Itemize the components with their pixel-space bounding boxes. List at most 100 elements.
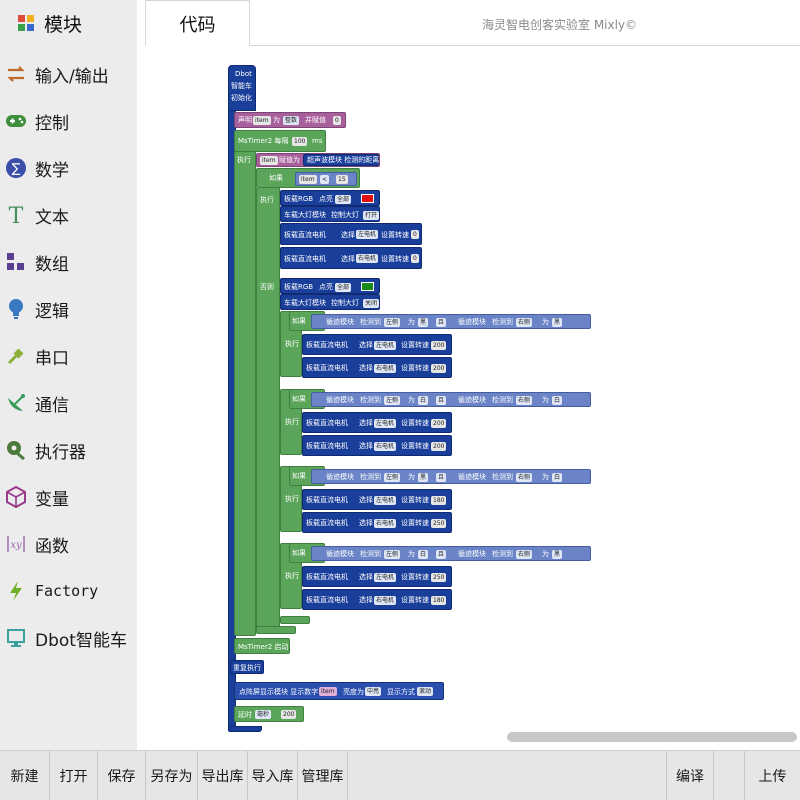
declare-variable-block[interactable]: 声明 item 为 整数 并赋值 0	[234, 112, 346, 128]
variable-name-field[interactable]: item	[299, 175, 317, 184]
led-dropdown[interactable]: 全部	[335, 195, 352, 204]
variable-name-field[interactable]: item	[319, 687, 337, 696]
color-swatch[interactable]	[361, 194, 374, 203]
and-condition-block[interactable]: 循迹模块 检测到 左侧 为 黑 且 循迹模块 检测到 右侧 为 白	[311, 469, 591, 484]
color-swatch[interactable]	[361, 282, 374, 291]
threshold-field[interactable]: 15	[336, 175, 348, 184]
variable-name-field[interactable]: item	[253, 116, 271, 125]
side-dropdown[interactable]: 左侧	[384, 473, 401, 482]
category-function[interactable]: xy 函数	[0, 524, 137, 564]
variable-name-field[interactable]: item	[260, 156, 278, 165]
display-mode-dropdown[interactable]: 滚动	[417, 687, 434, 696]
color-dropdown[interactable]: 黑	[552, 550, 563, 559]
delay-value-field[interactable]: 200	[281, 710, 297, 719]
side-dropdown[interactable]: 左侧	[384, 396, 401, 405]
logic-dropdown[interactable]: 且	[436, 550, 447, 559]
assign-variable-block[interactable]: item 赋值为 超声波模块 检测的距离	[256, 153, 380, 167]
category-text[interactable]: T 文本	[0, 195, 137, 235]
color-dropdown[interactable]: 黑	[418, 318, 429, 327]
import-library-button[interactable]: 导入库	[248, 751, 298, 800]
delay-unit-dropdown[interactable]: 毫秒	[255, 710, 272, 719]
mstimer2-start-block[interactable]: MsTimer2 启动	[234, 638, 290, 654]
motor-block[interactable]: 板载直流电机 选择 左电机 设置转速 0	[280, 223, 422, 245]
category-dbot[interactable]: Dbot智能车	[0, 618, 137, 658]
open-button[interactable]: 打开	[50, 751, 98, 800]
speed-field[interactable]: 200	[431, 442, 447, 451]
category-comm[interactable]: 通信	[0, 383, 137, 423]
speed-field[interactable]: 200	[431, 419, 447, 428]
color-dropdown[interactable]: 黑	[418, 473, 429, 482]
motor-block[interactable]: 板载直流电机 选择 左电机 设置转速 180	[302, 489, 452, 510]
motor-dropdown[interactable]: 右电机	[356, 254, 379, 263]
speed-field[interactable]: 250	[431, 573, 447, 582]
compile-button[interactable]: 编译	[666, 751, 714, 800]
speed-field[interactable]: 180	[431, 596, 447, 605]
state-dropdown[interactable]: 关闭	[363, 299, 380, 308]
logic-dropdown[interactable]: 且	[436, 318, 447, 327]
motor-dropdown[interactable]: 左电机	[374, 419, 397, 428]
brightness-dropdown[interactable]: 中亮	[365, 687, 382, 696]
motor-dropdown[interactable]: 左电机	[374, 341, 397, 350]
motor-block[interactable]: 板载直流电机 选择 右电机 设置转速 180	[302, 589, 452, 610]
speed-field[interactable]: 180	[431, 496, 447, 505]
ultrasonic-read-block[interactable]: 超声波模块 检测的距离	[303, 154, 379, 166]
side-dropdown[interactable]: 左侧	[384, 318, 401, 327]
motor-block[interactable]: 板载直流电机 选择 左电机 设置转速 250	[302, 566, 452, 587]
motor-dropdown[interactable]: 右电机	[374, 442, 397, 451]
block-workspace[interactable]: Dbot 智能车 初始化 声明 item 为 整数 并赋值 0 MsTimer2…	[137, 46, 800, 750]
dbot-init-block[interactable]: Dbot 智能车 初始化	[228, 65, 256, 111]
headlight-block[interactable]: 车载大灯模块 控制大灯 打开	[280, 206, 380, 222]
color-dropdown[interactable]: 黑	[552, 318, 563, 327]
init-value-field[interactable]: 0	[333, 116, 341, 125]
logic-dropdown[interactable]: 且	[436, 396, 447, 405]
motor-block[interactable]: 板载直流电机 选择 右电机 设置转速 250	[302, 512, 452, 533]
led-dropdown[interactable]: 全部	[335, 283, 352, 292]
tab-code[interactable]: 代码	[145, 0, 250, 46]
type-dropdown[interactable]: 整数	[283, 116, 300, 125]
color-dropdown[interactable]: 白	[418, 396, 429, 405]
operator-dropdown[interactable]: <	[320, 175, 330, 184]
new-button[interactable]: 新建	[0, 751, 50, 800]
motor-block[interactable]: 板载直流电机 选择 右电机 设置转速 200	[302, 435, 452, 456]
save-as-button[interactable]: 另存为	[146, 751, 198, 800]
motor-block[interactable]: 板载直流电机 选择 右电机 设置转速 0	[280, 247, 422, 269]
color-dropdown[interactable]: 白	[552, 396, 563, 405]
speed-field[interactable]: 0	[411, 230, 419, 239]
category-io[interactable]: 输入/输出	[0, 54, 137, 94]
headlight-block[interactable]: 车载大灯模块 控制大灯 关闭	[280, 294, 380, 310]
side-dropdown[interactable]: 右侧	[516, 318, 533, 327]
manage-library-button[interactable]: 管理库	[298, 751, 348, 800]
logic-dropdown[interactable]: 且	[436, 473, 447, 482]
motor-dropdown[interactable]: 左电机	[374, 496, 397, 505]
motor-block[interactable]: 板载直流电机 选择 左电机 设置转速 200	[302, 412, 452, 433]
mstimer2-block[interactable]: MsTimer2 每隔 100 ms	[234, 130, 326, 152]
save-button[interactable]: 保存	[98, 751, 146, 800]
speed-field[interactable]: 200	[431, 341, 447, 350]
category-logic[interactable]: 逻辑	[0, 289, 137, 329]
speed-field[interactable]: 250	[431, 519, 447, 528]
category-factory[interactable]: Factory	[0, 571, 137, 611]
motor-dropdown[interactable]: 右电机	[374, 364, 397, 373]
timer-interval-field[interactable]: 100	[292, 137, 308, 146]
category-math[interactable]: ∑ 数学	[0, 148, 137, 188]
motor-dropdown[interactable]: 左电机	[374, 573, 397, 582]
side-dropdown[interactable]: 右侧	[516, 550, 533, 559]
rgb-light-block[interactable]: 板载RGB 点亮 全部	[280, 278, 380, 294]
category-control[interactable]: 控制	[0, 101, 137, 141]
category-variable[interactable]: 变量	[0, 477, 137, 517]
side-dropdown[interactable]: 右侧	[516, 473, 533, 482]
delay-block[interactable]: 延时 毫秒 200	[234, 706, 304, 722]
if-block[interactable]: 如果 item < 15	[256, 168, 360, 188]
compare-block[interactable]: item < 15	[295, 172, 357, 186]
export-library-button[interactable]: 导出库	[198, 751, 248, 800]
speed-field[interactable]: 200	[431, 364, 447, 373]
motor-dropdown[interactable]: 右电机	[374, 519, 397, 528]
side-dropdown[interactable]: 右侧	[516, 396, 533, 405]
workspace-horizontal-scrollbar[interactable]	[507, 732, 797, 742]
matrix-display-block[interactable]: 点阵屏显示模块 显示数字 item 亮度为 中亮 显示方式 滚动	[234, 682, 444, 700]
color-dropdown[interactable]: 白	[418, 550, 429, 559]
color-dropdown[interactable]: 白	[552, 473, 563, 482]
category-serial[interactable]: 串口	[0, 336, 137, 376]
motor-block[interactable]: 板载直流电机 选择 右电机 设置转速 200	[302, 357, 452, 378]
side-dropdown[interactable]: 左侧	[384, 550, 401, 559]
